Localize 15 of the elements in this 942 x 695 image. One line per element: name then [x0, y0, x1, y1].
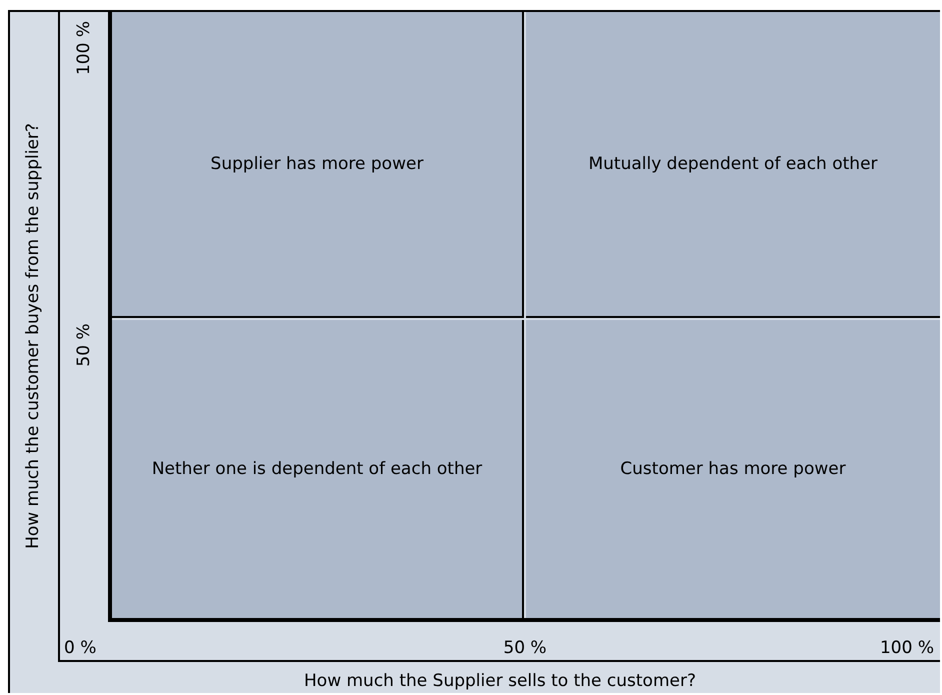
tick-label: 100 %: [74, 21, 94, 75]
quadrant-label: Mutually dependent of each other: [588, 154, 878, 174]
tick-label: 0 %: [64, 638, 96, 658]
axis-title: How much the customer buyes from the supplier?: [23, 123, 43, 549]
quadrant-cell: [526, 320, 940, 618]
tick-label: 50 %: [74, 323, 94, 367]
quadrant-label: Supplier has more power: [210, 154, 424, 174]
axis-title: How much the Supplier sells to the customer?: [304, 671, 696, 691]
tick-label: 50 %: [503, 638, 547, 658]
quadrant-cell: [112, 320, 524, 618]
tick-label: 100 %: [880, 638, 934, 658]
quadrant-label: Nether one is dependent of each other: [152, 459, 482, 479]
quadrant-cell: [526, 12, 940, 318]
quadrant-label: Customer has more power: [620, 459, 846, 479]
quadrant-cell: [112, 12, 524, 318]
